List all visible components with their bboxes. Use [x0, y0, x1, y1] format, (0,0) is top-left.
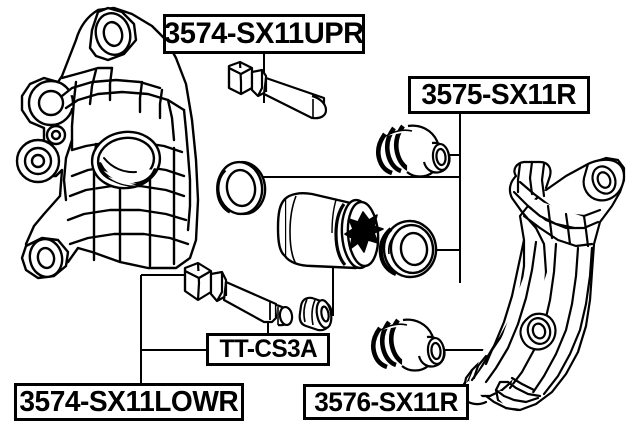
part-label-3576-sx11r-text: 3576-SX11R: [314, 386, 458, 417]
part-label-tt-cs3a[interactable]: TT-CS3A: [206, 333, 330, 366]
upper-pin-boot-drawing: [375, 124, 451, 178]
mounting-bracket-drawing: [460, 156, 626, 412]
piston-seal-ring-drawing: [216, 160, 267, 216]
part-label-3576-sx11r[interactable]: 3576-SX11R: [303, 384, 469, 420]
upper-guide-pin-bolt-drawing: [227, 60, 328, 120]
caliper-body-drawing: [15, 6, 200, 280]
part-label-3575-sx11r-text: 3575-SX11R: [421, 78, 577, 111]
lower-pin-boot-drawing: [370, 318, 446, 372]
part-label-3574-sx11upr[interactable]: 3574-SX11UPR: [163, 14, 365, 54]
part-label-3574-sx11lowr-text: 3574-SX11LOWR: [19, 385, 239, 418]
part-label-3574-sx11upr-text: 3574-SX11UPR: [164, 17, 364, 50]
lower-guide-pin-bolt-drawing: [183, 261, 294, 327]
dust-seal-ring-drawing: [378, 219, 438, 279]
piston-drawing: [276, 192, 384, 270]
part-label-3574-sx11lowr[interactable]: 3574-SX11LOWR: [14, 383, 244, 421]
part-label-tt-cs3a-text: TT-CS3A: [219, 335, 317, 363]
pin-sleeve-bushing-drawing: [298, 296, 333, 332]
part-label-3575-sx11r[interactable]: 3575-SX11R: [408, 76, 590, 114]
